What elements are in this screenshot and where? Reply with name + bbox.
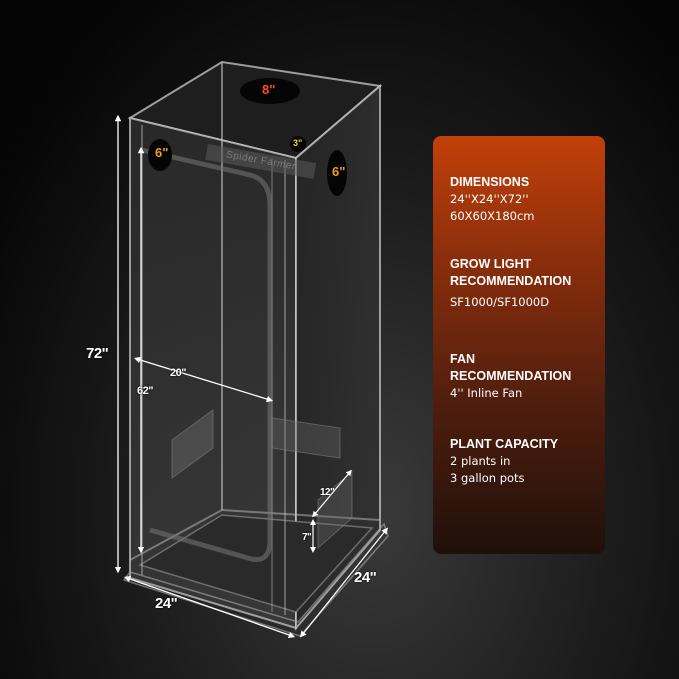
door-width-label: 20" — [170, 367, 186, 379]
top-vent-size-label: 8" — [262, 82, 276, 97]
spec-value: SF1000/SF1000D — [450, 295, 550, 309]
top-vent — [240, 78, 300, 104]
spec-dimensions: DIMENSIONS 24''X24''X72'' 60X60X180cm — [450, 174, 605, 225]
front-width-label: 24" — [155, 595, 178, 612]
spec-title: GROW LIGHT — [450, 257, 532, 271]
window-width-label: 12" — [320, 487, 335, 498]
spec-title: DIMENSIONS — [450, 175, 530, 189]
side-depth-label: 24" — [354, 569, 377, 586]
spec-panel: DIMENSIONS 24''X24''X72'' 60X60X180cm GR… — [433, 136, 605, 554]
spec-plant-capacity: PLANT CAPACITY 2 plants in 3 gallon pots — [450, 436, 605, 487]
spec-fan: FAN RECOMMENDATION 4'' Inline Fan — [450, 351, 605, 402]
small-port-size-label: 3" — [293, 138, 303, 148]
spec-title: RECOMMENDATION — [450, 369, 572, 383]
spec-value: 24''X24''X72'' — [450, 192, 529, 206]
spec-grow-light: GROW LIGHT RECOMMENDATION SF1000/SF1000D — [450, 256, 605, 311]
left-vent-size-label: 6" — [155, 145, 169, 160]
spec-value: 2 plants in — [450, 454, 511, 468]
window-height-label: 7" — [302, 532, 312, 543]
spec-value: 4'' Inline Fan — [450, 386, 523, 400]
right-vent-size-label: 6" — [332, 164, 346, 179]
spec-title: FAN — [450, 352, 475, 366]
spec-value: 60X60X180cm — [450, 209, 535, 223]
spec-title: PLANT CAPACITY — [450, 437, 559, 451]
spec-title: RECOMMENDATION — [450, 274, 572, 288]
height-total-label: 72" — [86, 345, 109, 362]
spec-value: 3 gallon pots — [450, 471, 525, 485]
door-height-label: 62" — [137, 385, 153, 397]
